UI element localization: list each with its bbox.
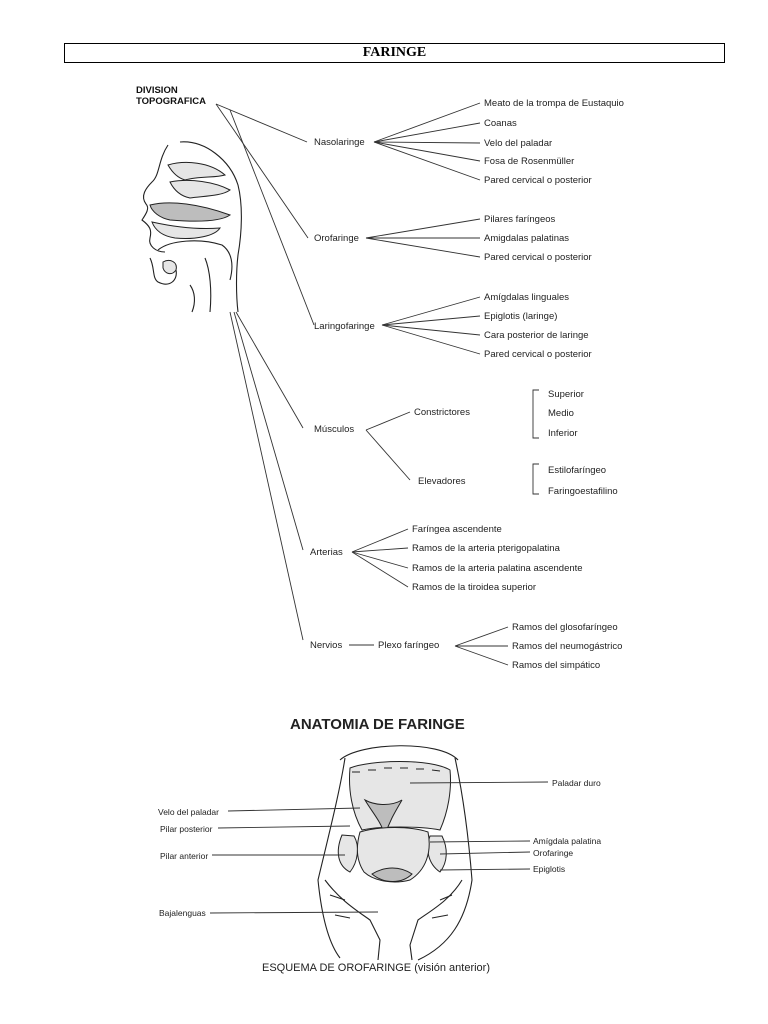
anatomy-right-label: Orofaringe [533,848,573,858]
nasolaringe-item: Meato de la trompa de Eustaquio [484,98,624,109]
arterias-item: Ramos de la tiroidea superior [412,582,536,593]
constrictores-bracket [533,390,539,438]
laringofaringe-item: Pared cervical o posterior [484,349,592,360]
anatomy-left-label: Pilar posterior [160,824,213,834]
constrictor-item: Inferior [548,428,578,439]
constrictor-item: Medio [548,408,574,419]
anatomy-left-label: Velo del paladar [158,807,219,817]
anatomy-right-label: Amígdala palatina [533,836,601,846]
elevador-item: Faringoestafilino [548,486,618,497]
anatomy-left-label: Pilar anterior [160,851,208,861]
laringofaringe-item: Amígdalas linguales [484,292,569,303]
anatomy-caption: ESQUEMA DE OROFARINGE (visión anterior) [262,962,490,974]
elevadores-label: Elevadores [418,476,466,487]
anatomy-heading: ANATOMIA DE FARINGE [290,716,465,733]
branch-arterias: Arterias [310,547,343,558]
nasolaringe-item: Coanas [484,118,517,129]
orofaringe-item: Pilares faríngeos [484,214,556,225]
laringofaringe-item: Epiglotis (laringe) [484,311,557,322]
constrictores-label: Constrictores [414,407,470,418]
orofaringe-item: Amigdalas palatinas [484,233,569,244]
arterias-item: Ramos de la arteria palatina ascendente [412,563,583,574]
constrictor-item: Superior [548,389,584,400]
anatomy-right-label: Paladar duro [552,778,601,788]
laringofaringe-item: Cara posterior de laringe [484,330,589,341]
root-label-line2: TOPOGRAFICA [136,96,206,107]
nasolaringe-item: Pared cervical o posterior [484,175,592,186]
nervios-item: Ramos del simpático [512,660,600,671]
elevador-item: Estilofaríngeo [548,465,606,476]
oropharynx-sketch [318,746,472,960]
nervios-item: Ramos del glosofaríngeo [512,622,618,633]
plexo-faringeo-label: Plexo faríngeo [378,640,439,651]
branch-laringofaringe: Laringofaringe [314,321,375,332]
nasolaringe-item: Fosa de Rosenmüller [484,156,574,167]
nasolaringe-item: Velo del paladar [484,138,552,149]
branch-nasolaringe: Nasolaringe [314,137,365,148]
branch-musculos: Músculos [314,424,354,435]
anatomy-left-label: Bajalenguas [159,908,206,918]
orofaringe-item: Pared cervical o posterior [484,252,592,263]
root-label-line1: DIVISION [136,85,178,96]
anatomy-right-label: Epiglotis [533,864,565,874]
nervios-item: Ramos del neumogástrico [512,641,622,652]
arterias-item: Ramos de la arteria pterigopalatina [412,543,561,554]
elevadores-bracket [533,464,539,494]
branch-orofaringe: Orofaringe [314,233,359,244]
arterias-item: Faríngea ascendente [412,524,502,535]
head-sagittal-sketch [142,142,241,312]
branch-nervios: Nervios [310,640,342,651]
